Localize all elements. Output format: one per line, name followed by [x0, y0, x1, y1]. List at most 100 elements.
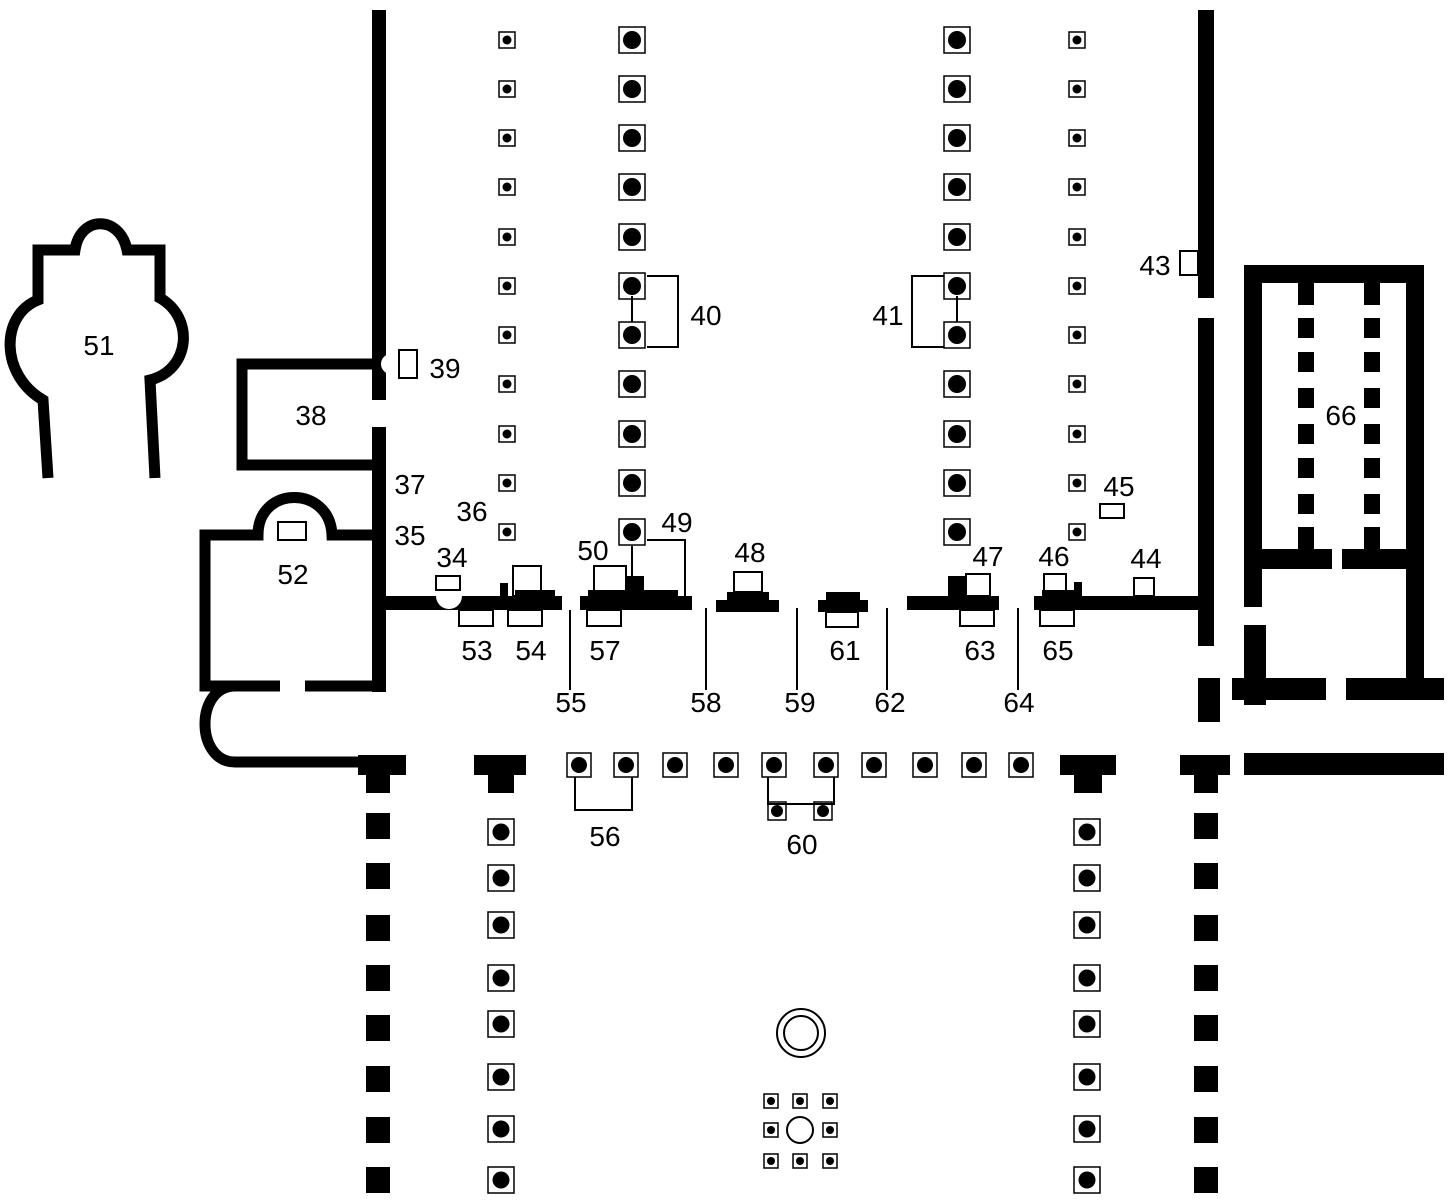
column	[861, 752, 887, 778]
atrium-piers-west	[366, 813, 390, 1193]
column	[763, 1153, 779, 1169]
column	[487, 964, 515, 992]
column	[792, 1093, 808, 1109]
west-wall-upper	[372, 10, 386, 400]
pier	[1194, 915, 1218, 941]
label-53: 53	[461, 635, 492, 666]
label-52: 52	[277, 559, 308, 590]
column	[487, 911, 515, 939]
column	[613, 752, 639, 778]
room-51-door-gap	[80, 470, 116, 484]
column	[1068, 178, 1086, 196]
pier	[366, 1015, 390, 1041]
column	[761, 752, 787, 778]
column	[498, 375, 516, 393]
label-47: 47	[972, 541, 1003, 572]
column	[498, 474, 516, 492]
column	[487, 818, 515, 846]
column	[943, 370, 971, 398]
column	[912, 752, 938, 778]
label-49: 49	[661, 507, 692, 538]
column	[498, 277, 516, 295]
label-39: 39	[429, 353, 460, 384]
column	[822, 1153, 838, 1169]
niche-39	[381, 354, 401, 374]
well-inner-ring	[783, 1015, 819, 1051]
column	[618, 26, 646, 54]
nave-column-row-small-east	[1068, 31, 1086, 541]
column	[822, 1093, 838, 1109]
room-51-walls	[4, 218, 189, 479]
column	[498, 425, 516, 443]
column	[1068, 425, 1086, 443]
label-34: 34	[436, 542, 467, 573]
label-55: 55	[555, 687, 586, 718]
column	[1073, 864, 1101, 892]
column	[498, 228, 516, 246]
column	[943, 124, 971, 152]
pier	[1194, 813, 1218, 839]
label-63: 63	[964, 635, 995, 666]
label-48: 48	[734, 537, 765, 568]
column	[792, 1153, 808, 1169]
column	[1073, 1063, 1101, 1091]
column	[498, 80, 516, 98]
column	[618, 321, 646, 349]
atrium-columns-east	[1073, 818, 1101, 1194]
east-wall-upper	[1198, 10, 1214, 298]
front-wall	[386, 576, 1204, 612]
column	[822, 1122, 838, 1138]
column	[487, 1166, 515, 1194]
column	[487, 1063, 515, 1091]
label-43: 43	[1139, 250, 1170, 281]
column	[1068, 277, 1086, 295]
west-wall-lower	[372, 427, 386, 692]
column	[1008, 752, 1034, 778]
label-37: 37	[394, 469, 425, 500]
label-45: 45	[1103, 471, 1134, 502]
column	[618, 518, 646, 546]
bracket-lines	[569, 275, 1019, 811]
column	[763, 1122, 779, 1138]
column	[1068, 474, 1086, 492]
label-35: 35	[394, 520, 425, 551]
label-66: 66	[1325, 400, 1356, 431]
room-52-apse-corridor	[199, 680, 405, 768]
label-56: 56	[589, 821, 620, 852]
column	[943, 223, 971, 251]
portico-t-piers	[358, 755, 1230, 793]
column	[618, 272, 646, 300]
column	[618, 124, 646, 152]
label-62: 62	[874, 687, 905, 718]
column	[943, 173, 971, 201]
label-64: 64	[1003, 687, 1034, 718]
pier	[366, 1167, 390, 1193]
pier	[1194, 863, 1218, 889]
room-66	[1232, 265, 1444, 775]
column	[618, 420, 646, 448]
column	[1073, 1166, 1101, 1194]
column	[618, 370, 646, 398]
nave-column-row-small-west	[498, 31, 516, 541]
column	[498, 523, 516, 541]
column	[618, 75, 646, 103]
feature-outlines	[277, 250, 1199, 628]
column	[498, 129, 516, 147]
column	[713, 752, 739, 778]
pier	[366, 915, 390, 941]
column	[662, 752, 688, 778]
column	[487, 1010, 515, 1038]
well-outer-ring	[776, 1008, 826, 1058]
label-58: 58	[690, 687, 721, 718]
portico-columns	[566, 752, 1034, 821]
column	[943, 469, 971, 497]
label-59: 59	[784, 687, 815, 718]
column	[1068, 375, 1086, 393]
pier	[1194, 965, 1218, 991]
label-61: 61	[829, 635, 860, 666]
label-41: 41	[872, 300, 903, 331]
column	[1068, 129, 1086, 147]
east-wall-lower	[1198, 318, 1214, 646]
room-52-walls	[199, 492, 378, 692]
